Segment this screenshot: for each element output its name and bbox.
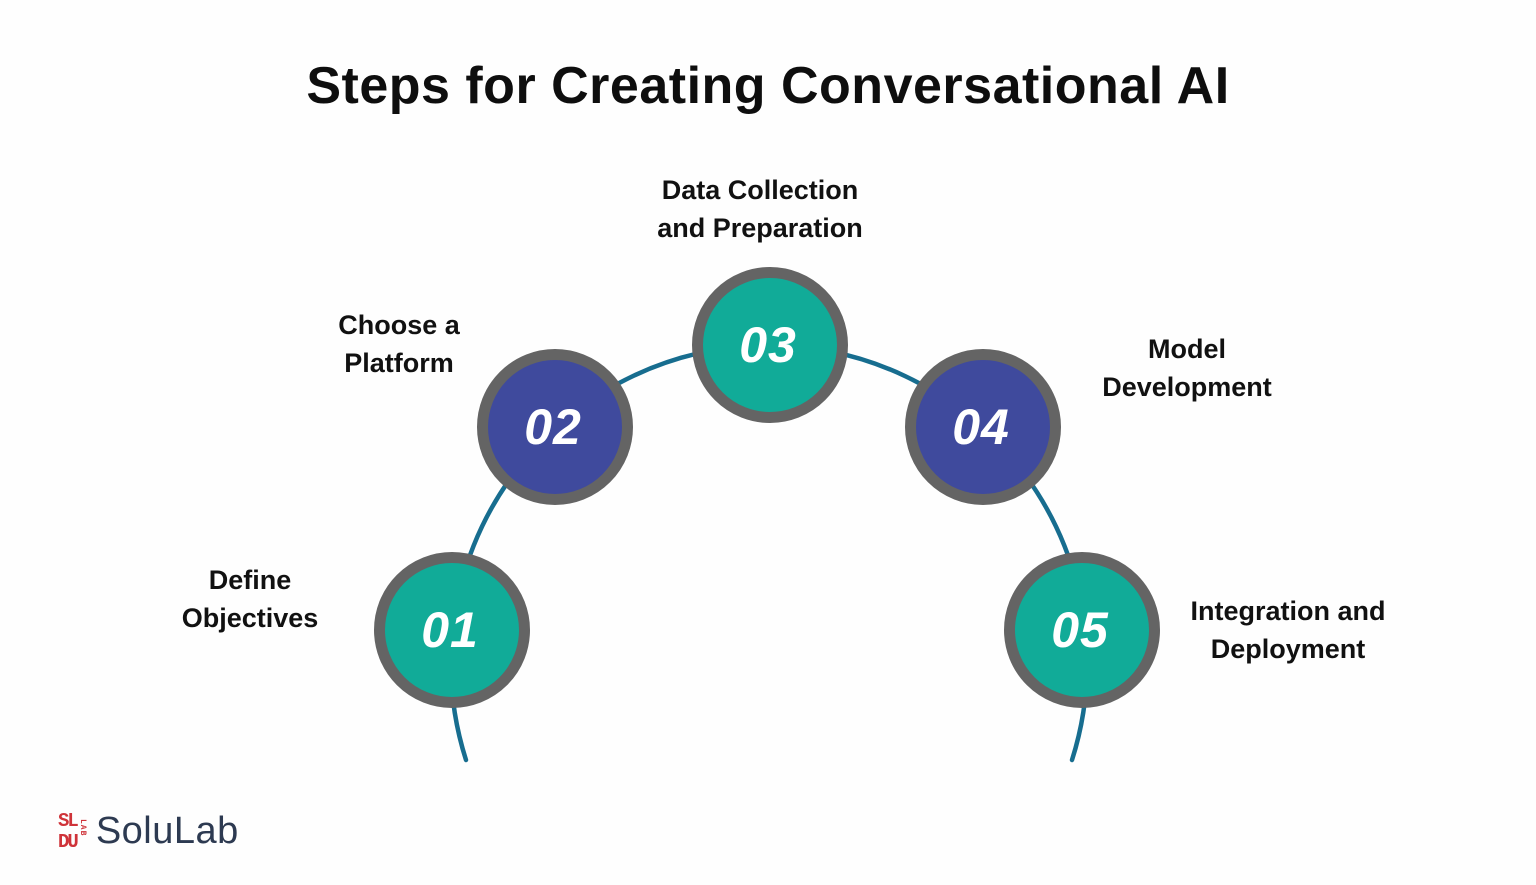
step-number-05: 05 xyxy=(1051,602,1109,658)
step-label-define-objectives: Define Objectives xyxy=(181,565,319,633)
solulab-logo-icon: SL DU LAB xyxy=(58,809,87,853)
step-node-03: 03 xyxy=(692,267,848,423)
step-circle-01: 01 xyxy=(374,552,530,708)
solulab-logo-text: SoluLab xyxy=(95,810,239,852)
step-circle-04: 04 xyxy=(905,349,1061,505)
step-number-02: 02 xyxy=(524,399,582,455)
page-title: Steps for Creating Conversational AI xyxy=(306,57,1230,115)
step-label-data-collection: Data Collection and Preparation xyxy=(657,175,863,243)
step-number-01: 01 xyxy=(421,602,479,658)
step-node-01: 01 xyxy=(374,552,530,708)
step-circle-03: 03 xyxy=(692,267,848,423)
step-circle-02: 02 xyxy=(477,349,633,505)
step-number-03: 03 xyxy=(739,317,797,373)
step-label-model-development: Model Development xyxy=(1102,334,1272,402)
step-label-integration-deployment: Integration and Deployment xyxy=(1190,596,1386,664)
solulab-logo: SL DU LAB SoluLab xyxy=(58,810,239,853)
step-circle-05: 05 xyxy=(1004,552,1160,708)
step-label-choose-a-platform: Choose a Platform xyxy=(338,310,460,378)
step-number-04: 04 xyxy=(952,399,1010,455)
step-node-05: 05 xyxy=(1004,552,1160,708)
step-node-04: 04 xyxy=(905,349,1061,505)
step-node-02: 02 xyxy=(477,349,633,505)
